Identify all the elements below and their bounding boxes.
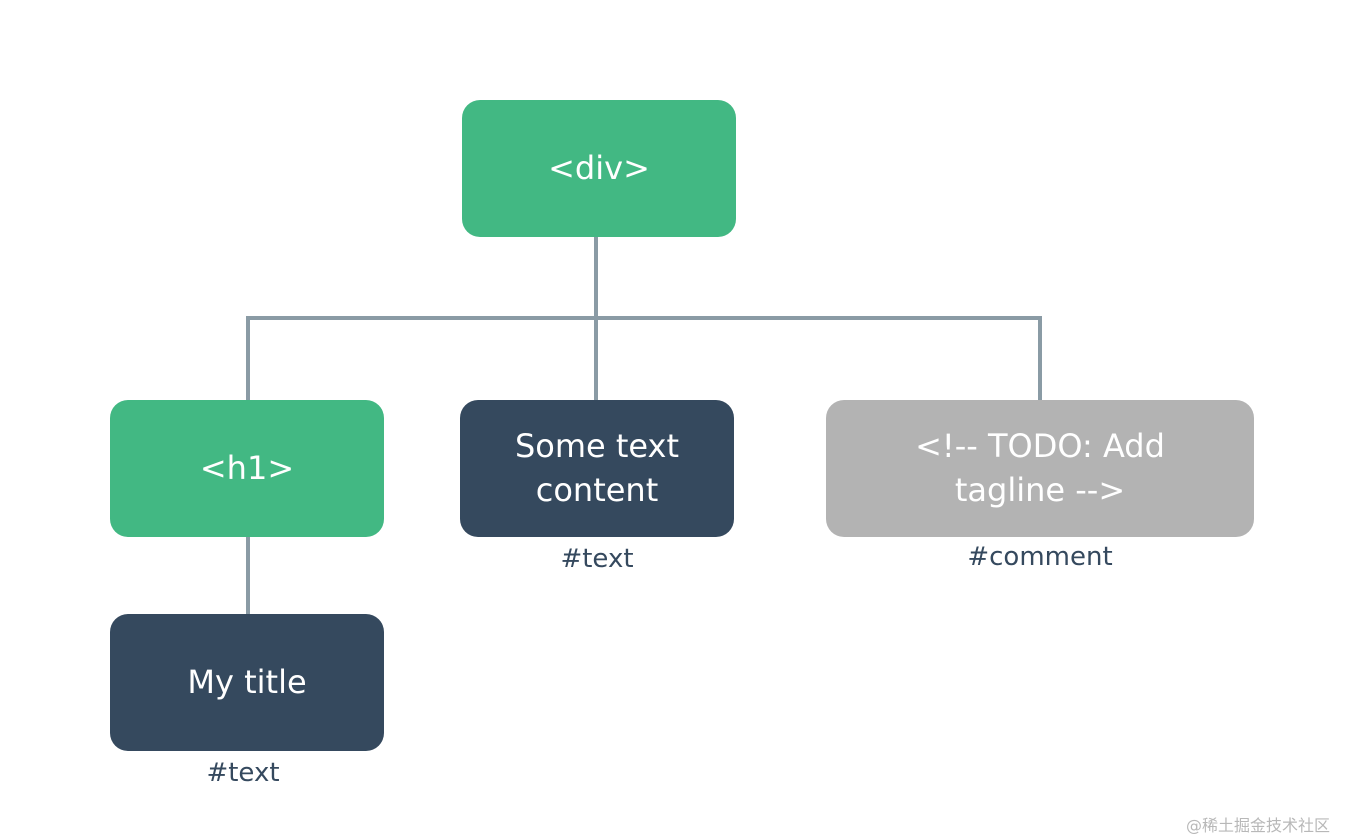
some-text-caption: #text	[560, 544, 634, 574]
some-text-line-1: Some text	[514, 427, 680, 466]
some-text-line-2: content	[535, 470, 659, 509]
my-title-label: My title	[187, 662, 307, 701]
comment-line-1: <!-- TODO: Add	[915, 427, 1165, 466]
div-node: <div>	[462, 100, 736, 237]
comment-line-2: tagline -->	[954, 470, 1126, 509]
h1-node-label: <h1>	[199, 448, 295, 487]
watermark: @稀土掘金技术社区	[1185, 816, 1330, 835]
my-title-node: My title	[110, 614, 384, 751]
comment-node: <!-- TODO: Add tagline -->	[826, 400, 1254, 537]
my-title-caption: #text	[206, 758, 280, 788]
comment-caption: #comment	[967, 542, 1113, 572]
div-node-label: <div>	[548, 148, 650, 187]
some-text-node: Some text content	[460, 400, 734, 537]
h1-node: <h1>	[110, 400, 384, 537]
